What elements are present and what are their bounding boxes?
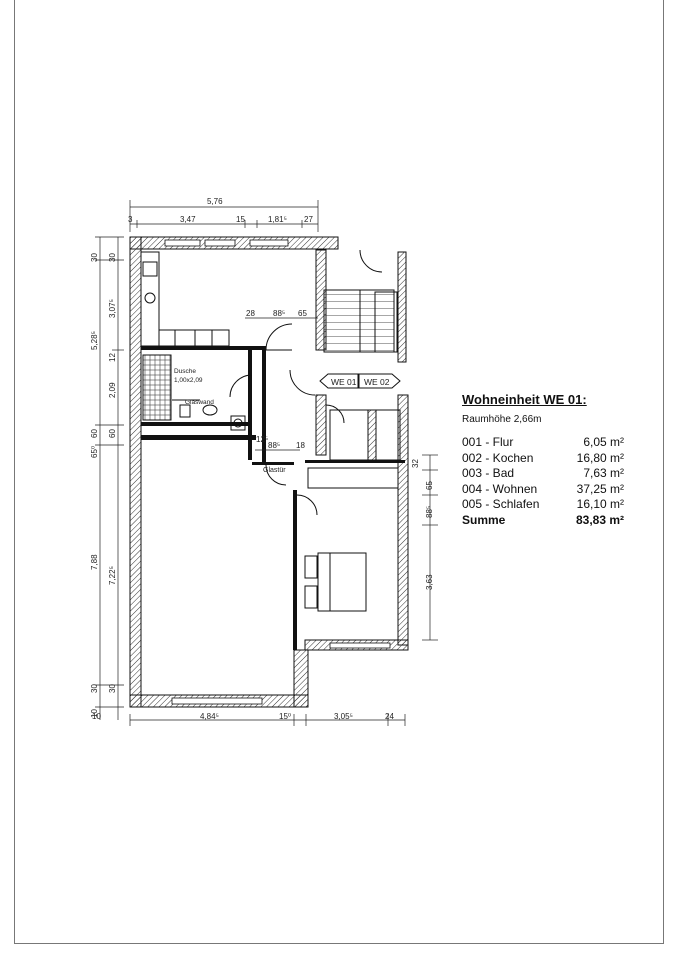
- dim-door-2c: 18: [296, 441, 305, 450]
- dim-left-outer-6: 30: [90, 684, 99, 693]
- legend-row: 002 - Kochen 16,80 m²: [462, 451, 624, 467]
- area-legend: Wohneinheit WE 01: Raumhöhe 2,66m 001 - …: [462, 392, 624, 528]
- legend-row: 004 - Wohnen 37,25 m²: [462, 482, 624, 498]
- label-shower: Dusche: [174, 368, 196, 375]
- dim-top-1: 3: [128, 215, 133, 224]
- wall-corridor-left: [248, 350, 252, 460]
- legend-room-name: 005 - Schlafen: [462, 497, 540, 511]
- label-unit-left: WE 01: [331, 377, 357, 387]
- dim-right-1: 32: [411, 459, 420, 468]
- dim-top-4: 1,81⁵: [268, 215, 287, 224]
- dim-right-2: 65: [425, 481, 434, 490]
- dim-bottom-4: 3,05⁵: [334, 712, 353, 721]
- label-glass-door: Glastür: [263, 467, 286, 474]
- wall-living-right: [293, 649, 309, 708]
- dimension-lines: [95, 200, 438, 726]
- legend-room-name: 003 - Bad: [462, 466, 515, 480]
- legend-title: Wohneinheit WE 01:: [462, 392, 587, 407]
- windows: [164, 239, 391, 705]
- legend-room-area: 16,10 m²: [576, 497, 624, 511]
- dim-left-inner-3: 12: [108, 353, 117, 362]
- dim-door-1b: 88⁵: [273, 309, 285, 318]
- dim-left-inner-7: 30: [108, 684, 117, 693]
- label-unit-right: WE 02: [364, 377, 390, 387]
- wall-corridor-right: [315, 394, 327, 456]
- wall-bath-bottom: [141, 422, 251, 426]
- dim-top-total: 5,76: [207, 197, 223, 206]
- closets: [307, 409, 401, 489]
- dim-left-inner-1: 30: [108, 253, 117, 262]
- dim-left-outer-7: 10: [90, 709, 99, 718]
- wall-living-bedroom: [293, 490, 297, 650]
- wall-glass-door: [252, 462, 294, 465]
- legend-room-area: 16,80 m²: [576, 450, 624, 465]
- dim-top-2: 3,47: [180, 215, 196, 224]
- dim-left-outer-3: 60: [90, 429, 99, 438]
- kitchen-counter: [140, 251, 230, 347]
- dim-left-inner-6: 7,22⁵: [108, 566, 117, 585]
- dim-right-3: 88⁵: [425, 506, 434, 518]
- dim-door-1a: 28: [246, 309, 255, 318]
- label-glass-wall: Glaswand: [185, 399, 214, 406]
- dim-door-2b: 88⁵: [268, 441, 280, 450]
- legend-row: 001 - Flur 6,05 m²: [462, 435, 624, 451]
- unit-arrows: [319, 373, 401, 389]
- dim-left-outer-5: 7,88: [90, 554, 99, 570]
- legend-sum-row: Summe 83,83 m²: [462, 513, 624, 529]
- dim-bottom-5: 24: [385, 712, 394, 721]
- wall-stair-right: [397, 251, 407, 363]
- dim-top-5: 27: [304, 215, 313, 224]
- wall-bath-living: [141, 435, 256, 440]
- dim-left-inner-5: 60: [108, 429, 117, 438]
- dim-left-outer-2: 5,28⁵: [90, 331, 99, 350]
- legend-room-area: 37,25 m²: [576, 481, 624, 496]
- bed: [304, 552, 367, 612]
- wall-left: [129, 236, 142, 708]
- legend-room-name: 001 - Flur: [462, 435, 514, 449]
- dim-right-4: 3,63: [425, 574, 434, 590]
- bathroom: [142, 354, 246, 431]
- wall-corridor-bedroom: [305, 460, 405, 463]
- legend-room-name: 004 - Wohnen: [462, 481, 538, 496]
- dim-left-inner-4: 2,09: [108, 382, 117, 398]
- shower-tiles: [142, 354, 172, 421]
- dimension-labels: 5,76 3 3,47 15 1,81⁵ 27 10 4,84⁵ 15⁰ 3,0…: [92, 197, 394, 721]
- dim-door-1c: 65: [298, 309, 307, 318]
- wall-corridor-left-2: [262, 350, 266, 465]
- staircase: [323, 289, 398, 353]
- dimension-labels-vertical: 30 5,28⁵ 60 65⁰ 7,88 30 10 30 3,07⁵ 12 2…: [90, 253, 434, 718]
- legend-row: 003 - Bad 7,63 m²: [462, 466, 624, 482]
- legend-room-area: 6,05 m²: [583, 435, 624, 449]
- dim-bottom-2: 4,84⁵: [200, 712, 219, 721]
- interior-walls: [141, 346, 405, 650]
- legend-room-area: 7,63 m²: [583, 466, 624, 480]
- dim-door-2a: 12⁵: [256, 435, 268, 444]
- dim-left-inner-2: 3,07⁵: [108, 299, 117, 318]
- dim-top-3: 15: [236, 215, 245, 224]
- dim-bottom-3: 15⁰: [279, 712, 291, 721]
- legend-row: 005 - Schlafen 16,10 m²: [462, 497, 624, 513]
- dim-left-outer-1: 30: [90, 253, 99, 262]
- wall-kitchen-bath: [141, 346, 266, 350]
- label-shower-size: 1,00x2,09: [174, 377, 203, 384]
- legend-room-name: 002 - Kochen: [462, 450, 534, 465]
- page-border: [14, 0, 664, 944]
- dim-left-outer-4: 65⁰: [90, 446, 99, 458]
- legend-sum-value: 83,83 m²: [575, 512, 624, 527]
- legend-sum-label: Summe: [462, 512, 506, 527]
- legend-room-height: Raumhöhe 2,66m: [462, 413, 542, 425]
- dim-bottom-1: 10: [92, 712, 101, 721]
